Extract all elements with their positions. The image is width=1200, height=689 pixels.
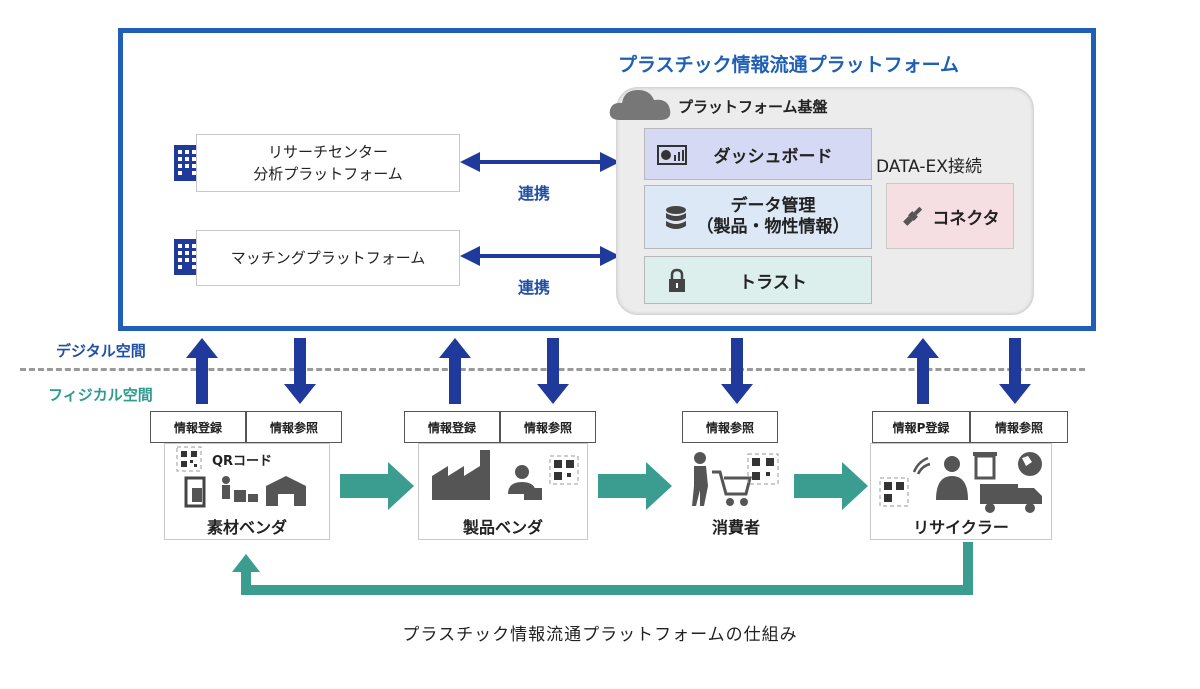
physical-space-label: フィジカル空間	[48, 386, 153, 404]
reference-info-tag: 情報参照	[500, 411, 596, 443]
qr-code-label: QRコード	[212, 454, 273, 469]
link-label-2: 連携	[518, 278, 551, 297]
reference-info-tag: 情報参照	[682, 411, 778, 443]
trust-label: トラスト	[739, 272, 807, 293]
platform-base-title: プラットフォーム基盤	[678, 98, 828, 116]
dashboard-label: ダッシュボード	[713, 146, 833, 167]
reference-info-tag: 情報参照	[970, 411, 1068, 443]
register-info-tag: 情報P登録	[872, 411, 970, 443]
dashboard-module: ダッシュボード	[644, 128, 872, 180]
register-info-tag: 情報登録	[150, 411, 246, 443]
qr-code-icon	[176, 446, 202, 472]
research-platform-box: リサーチセンター 分析プラットフォーム	[196, 134, 460, 192]
recycling-truck-icon	[879, 452, 1042, 513]
matching-platform-label: マッチングプラットフォーム	[230, 249, 426, 267]
data-management-line1: データ管理	[730, 196, 816, 216]
consumer-label: 消費者	[711, 518, 760, 537]
register-info-label: 情報P登録	[892, 420, 950, 435]
platform-title: プラスチック情報流通プラットフォーム	[618, 54, 960, 76]
diagram-caption: プラスチック情報流通プラットフォームの仕組み	[402, 625, 798, 645]
platform-frame	[118, 28, 1096, 331]
register-info-tag: 情報登録	[404, 411, 500, 443]
trust-module: トラスト	[644, 256, 872, 304]
building-icon	[174, 145, 200, 181]
cloud-icon	[609, 90, 671, 120]
research-platform-line2: 分析プラットフォーム	[253, 165, 403, 183]
data-management-line2: （製品・物性情報）	[696, 217, 850, 237]
vertical-arrows	[186, 338, 1031, 404]
product-vendor-label: 製品ベンダ	[462, 518, 543, 537]
database-icon	[666, 206, 686, 229]
dashboard-icon	[657, 145, 687, 165]
connector-label: コネクタ	[932, 208, 1000, 229]
link-arrows	[460, 152, 620, 266]
material-vendor-label: 素材ベンダ	[206, 518, 287, 537]
reference-info-tag: 情報参照	[246, 411, 342, 443]
data-management-module: データ管理 （製品・物性情報）	[644, 185, 872, 249]
digital-space-label: デジタル空間	[56, 342, 146, 360]
dataex-title: DATA-EX接続	[876, 157, 982, 177]
flow-arrows	[232, 462, 973, 595]
reference-info-label: 情報参照	[994, 420, 1043, 435]
recycler-label: リサイクラー	[913, 518, 1009, 537]
reference-info-label: 情報参照	[523, 420, 572, 435]
link-label-1: 連携	[518, 184, 551, 203]
factory-icon	[432, 450, 579, 500]
reference-info-label: 情報参照	[705, 420, 754, 435]
shopping-cart-icon	[692, 452, 779, 506]
plug-icon	[903, 206, 923, 226]
connector-box: コネクタ	[886, 183, 1014, 249]
matching-platform-box: マッチングプラットフォーム	[196, 230, 460, 286]
research-platform-line1: リサーチセンター	[267, 143, 388, 161]
building-icon	[174, 239, 200, 275]
reference-info-label: 情報参照	[269, 420, 318, 435]
register-info-label: 情報登録	[427, 420, 476, 435]
warehouse-icon	[184, 476, 306, 508]
register-info-label: 情報登録	[173, 420, 222, 435]
lock-icon	[669, 268, 685, 292]
